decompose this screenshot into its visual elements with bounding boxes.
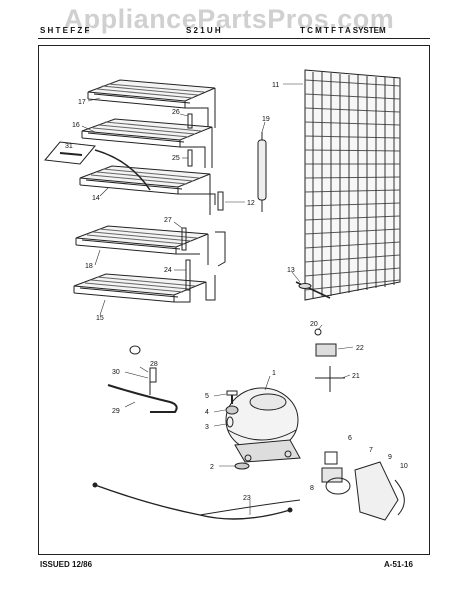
- callout-27: 27: [164, 217, 172, 224]
- drain-parts: [107, 345, 178, 413]
- footer-issued: ISSUED 12/86: [40, 560, 93, 569]
- callout-25: 25: [172, 155, 180, 162]
- callout-16: 16: [72, 122, 80, 129]
- callout-23: 23: [243, 495, 251, 502]
- header-left-text: S H T E F Z F: [40, 26, 90, 35]
- callout-9: 9: [388, 454, 392, 461]
- callout-10: 10: [400, 463, 408, 470]
- callout-12: 12: [247, 200, 255, 207]
- callout-3: 3: [205, 424, 209, 431]
- defrost-parts: [314, 328, 345, 392]
- callout-4: 4: [205, 409, 209, 416]
- watermark-text: AppliancePartsPros.com: [63, 4, 395, 34]
- header-middle-text: S 2 1 U H: [186, 26, 221, 35]
- relay-overload-assembly: [321, 451, 405, 521]
- callout-28: 28: [150, 361, 158, 368]
- callout-1: 1: [272, 370, 276, 377]
- evaporator-shelf-18: [75, 225, 209, 265]
- callout-31: 31: [65, 143, 73, 150]
- evaporator-shelf-17: [87, 79, 216, 128]
- callout-13: 13: [287, 267, 295, 274]
- leader-lines: [81, 83, 354, 515]
- filter-drier-19: [257, 132, 267, 212]
- callout-14: 14: [92, 195, 100, 202]
- capillary-tube-13: [295, 281, 331, 299]
- callout-2: 2: [210, 464, 214, 471]
- page-header: S H T E F Z F S 2 1 U H T C M T F T A SY…: [38, 24, 430, 38]
- callout-21: 21: [352, 373, 360, 380]
- callout-26: 26: [172, 109, 180, 116]
- evaporator-shelf-15: [73, 273, 216, 303]
- tube-clips: [181, 113, 226, 291]
- callout-5: 5: [205, 393, 209, 400]
- callout-17: 17: [78, 99, 86, 106]
- callout-labels: 11 12 19 13 26 25 27 24 17 16 31 14 18 1…: [65, 82, 408, 502]
- evaporator-shelf-14: [79, 165, 216, 215]
- compressor-1: [225, 387, 301, 463]
- callout-15: 15: [96, 315, 104, 322]
- callout-29: 29: [112, 408, 120, 415]
- footer-page-code: A-51-16: [384, 560, 413, 569]
- header-right-text: T C M T F T A SYSTEM: [300, 26, 386, 35]
- callout-20: 20: [310, 321, 318, 328]
- condenser-grid: [304, 69, 401, 301]
- wiring-harness-23: [92, 482, 301, 520]
- inset-detail-31: [44, 141, 151, 191]
- callout-22: 22: [356, 345, 364, 352]
- callout-7: 7: [369, 447, 373, 454]
- callout-11: 11: [272, 82, 279, 89]
- mounting-hardware: [225, 390, 250, 470]
- evaporator-shelf-16: [81, 118, 213, 168]
- callout-8: 8: [310, 485, 314, 492]
- diagram-frame: [38, 45, 430, 555]
- header-rule: [38, 38, 430, 39]
- callout-30: 30: [112, 369, 120, 376]
- callout-24: 24: [164, 267, 172, 274]
- callout-19: 19: [262, 116, 270, 123]
- callout-18: 18: [85, 263, 93, 270]
- callout-6: 6: [348, 435, 352, 442]
